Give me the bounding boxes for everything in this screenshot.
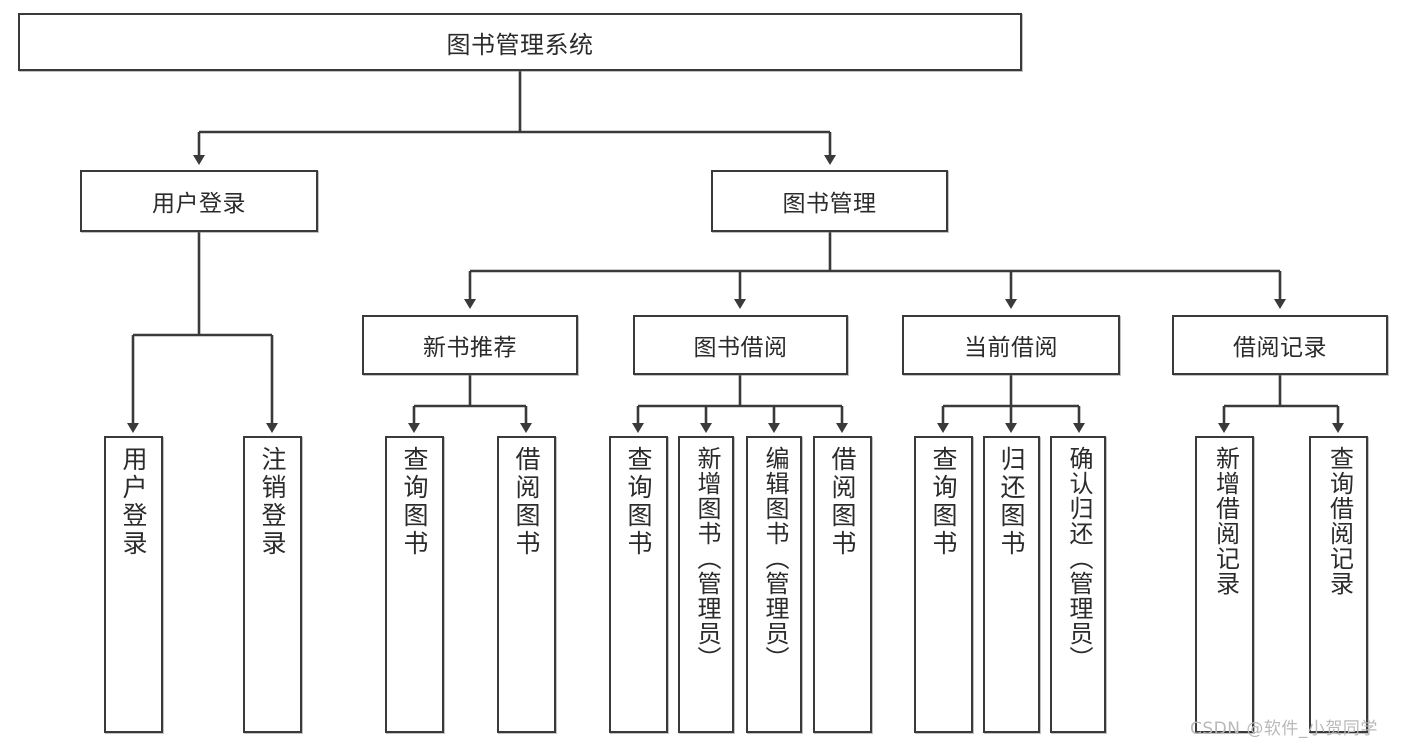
node-label: 归还图书 <box>997 446 1026 558</box>
node-label: 借阅记录 <box>1233 335 1327 361</box>
leaf-book-borrow-borrow-book[interactable]: 借阅图书 <box>813 436 872 733</box>
leaf-user-login-login[interactable]: 用户登录 <box>104 436 163 733</box>
leaf-borrow-record-add-record[interactable]: 新增借阅记录 <box>1195 436 1254 733</box>
node-root-book-management-system[interactable]: 图书管理系统 <box>18 13 1022 71</box>
node-new-book-recommend[interactable]: 新书推荐 <box>362 315 578 375</box>
node-label: 图书管理系统 <box>446 30 594 59</box>
node-current-borrow[interactable]: 当前借阅 <box>902 315 1120 375</box>
node-user-login[interactable]: 用户登录 <box>80 170 318 232</box>
csdn-watermark: CSDN @软件_小贺同学 <box>1190 719 1378 739</box>
node-label: 新增借阅记录 <box>1211 446 1240 596</box>
node-label: 查询借阅记录 <box>1325 446 1354 596</box>
node-book-borrow[interactable]: 图书借阅 <box>633 315 848 375</box>
node-label: 查询图书 <box>400 446 429 558</box>
leaf-user-login-logout[interactable]: 注销登录 <box>243 436 302 733</box>
node-label: 新书推荐 <box>423 335 517 361</box>
node-book-management[interactable]: 图书管理 <box>711 170 948 232</box>
node-label: 查询图书 <box>929 446 958 558</box>
leaf-new-book-query-book[interactable]: 查询图书 <box>385 436 444 733</box>
leaf-current-borrow-return-book[interactable]: 归还图书 <box>983 436 1040 733</box>
node-label: 借阅图书 <box>512 446 541 558</box>
node-label: 当前借阅 <box>964 335 1058 361</box>
node-label: 用户登录 <box>152 191 246 217</box>
node-label: 确认归还（管理员） <box>1064 446 1093 671</box>
node-label: 图书借阅 <box>693 335 788 361</box>
node-label: 图书管理 <box>782 191 877 217</box>
node-borrow-record[interactable]: 借阅记录 <box>1172 315 1388 375</box>
leaf-new-book-borrow-book[interactable]: 借阅图书 <box>497 436 556 733</box>
node-label: 编辑图书（管理员） <box>760 446 789 671</box>
node-label: 用户登录 <box>119 446 148 558</box>
node-label: 新增图书（管理员） <box>692 446 721 671</box>
leaf-borrow-record-query-record[interactable]: 查询借阅记录 <box>1309 436 1368 733</box>
leaf-current-borrow-query-book[interactable]: 查询图书 <box>914 436 973 733</box>
leaf-book-borrow-add-book-admin[interactable]: 新增图书（管理员） <box>678 436 734 733</box>
node-label: 借阅图书 <box>828 446 857 558</box>
leaf-book-borrow-query-book[interactable]: 查询图书 <box>609 436 668 733</box>
leaf-book-borrow-edit-book-admin[interactable]: 编辑图书（管理员） <box>746 436 802 733</box>
node-label: 注销登录 <box>258 446 287 558</box>
node-label: 查询图书 <box>624 446 653 558</box>
leaf-current-borrow-confirm-return-admin[interactable]: 确认归还（管理员） <box>1050 436 1106 733</box>
